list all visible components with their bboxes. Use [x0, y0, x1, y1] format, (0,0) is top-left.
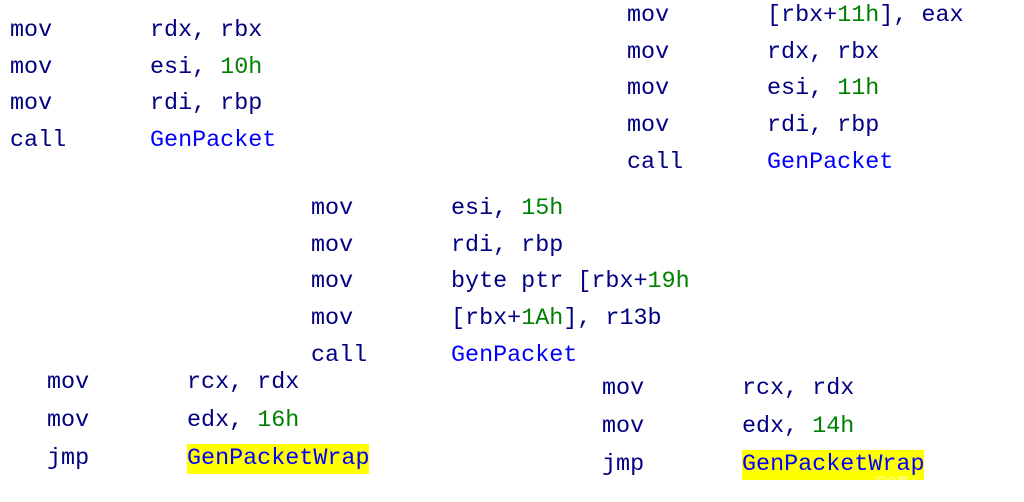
- mnemonic: mov: [10, 91, 53, 118]
- operands: rcx, rdx: [187, 364, 299, 402]
- operand-text: [rbx+: [451, 306, 522, 333]
- watermark: 安全客 ( www.anquanke.com ): [875, 475, 994, 502]
- operand-text: edx,: [187, 408, 258, 434]
- function-symbol[interactable]: GenPacket: [451, 342, 578, 369]
- operand-text: rdi, rbp: [150, 91, 263, 118]
- immediate-value: 14h: [812, 414, 855, 440]
- mnemonic: mov: [602, 414, 645, 440]
- operands: GenPacketWrap: [187, 440, 370, 478]
- function-symbol[interactable]: GenPacket: [767, 149, 894, 176]
- mnemonic: call: [311, 342, 368, 369]
- operand-text: rdi, rbp: [451, 232, 564, 259]
- operand-text: esi,: [150, 54, 221, 81]
- operand-text: rdx, rbx: [150, 18, 263, 44]
- mnemonic: mov: [10, 54, 53, 81]
- operands: rdx, rbx: [150, 13, 262, 50]
- mnemonic: jmp: [602, 452, 645, 478]
- immediate-value: 19h: [647, 269, 690, 296]
- mnemonic: mov: [311, 306, 354, 333]
- mnemonic: mov: [627, 76, 670, 103]
- operands: GenPacket: [451, 338, 577, 375]
- immediate-value: 10h: [220, 54, 263, 81]
- operands: byte ptr [rbx+19h: [451, 264, 690, 301]
- mnemonic: mov: [627, 3, 670, 29]
- operands: edx, 14h: [742, 408, 854, 446]
- operands: rdi, rbp: [451, 228, 563, 265]
- operands: GenPacket: [767, 145, 893, 182]
- operand-text: rcx, rdx: [187, 370, 300, 396]
- operand-text: rcx, rdx: [742, 376, 855, 402]
- immediate-value: 16h: [257, 408, 300, 434]
- operands: rdi, rbp: [150, 86, 262, 123]
- operand-text: [rbx+: [767, 3, 838, 29]
- mnemonic: mov: [10, 18, 53, 44]
- operand-text: rdi, rbp: [767, 113, 880, 140]
- mnemonic: jmp: [47, 446, 90, 472]
- operands: rdx, rbx: [767, 35, 879, 72]
- function-symbol[interactable]: GenPacketWrap: [742, 450, 925, 480]
- operand-text: ], r13b: [563, 306, 662, 333]
- mnemonic: mov: [47, 408, 90, 434]
- operand-text: byte ptr [rbx+: [451, 269, 648, 296]
- mnemonic: call: [10, 128, 67, 155]
- operands: esi, 11h: [767, 71, 879, 108]
- function-symbol[interactable]: GenPacketWrap: [187, 444, 370, 474]
- operands: esi, 10h: [150, 50, 262, 87]
- operands: GenPacketWrap: [742, 446, 925, 484]
- operands: edx, 16h: [187, 402, 299, 440]
- function-symbol[interactable]: GenPacket: [150, 128, 277, 155]
- operand-text: esi,: [451, 196, 522, 222]
- operands: [rbx+11h], eax: [767, 0, 964, 35]
- operand-text: rdx, rbx: [767, 39, 880, 66]
- mnemonic: mov: [311, 232, 354, 259]
- operands: GenPacket: [150, 123, 276, 160]
- mnemonic: mov: [47, 370, 90, 396]
- operands: esi, 15h: [451, 191, 563, 228]
- operands: rcx, rdx: [742, 370, 854, 408]
- mnemonic: mov: [627, 39, 670, 66]
- mnemonic: mov: [627, 113, 670, 140]
- operands: [rbx+1Ah], r13b: [451, 301, 662, 338]
- operand-text: ], eax: [879, 3, 964, 29]
- mnemonic: mov: [311, 269, 354, 296]
- operand-text: esi,: [767, 76, 838, 103]
- immediate-value: 11h: [837, 76, 880, 103]
- immediate-value: 15h: [521, 196, 564, 222]
- immediate-value: 1Ah: [521, 306, 564, 333]
- operand-text: edx,: [742, 414, 813, 440]
- immediate-value: 11h: [837, 3, 880, 29]
- mnemonic: call: [627, 149, 684, 176]
- operands: rdi, rbp: [767, 108, 879, 145]
- mnemonic: mov: [311, 196, 354, 222]
- mnemonic: mov: [602, 376, 645, 402]
